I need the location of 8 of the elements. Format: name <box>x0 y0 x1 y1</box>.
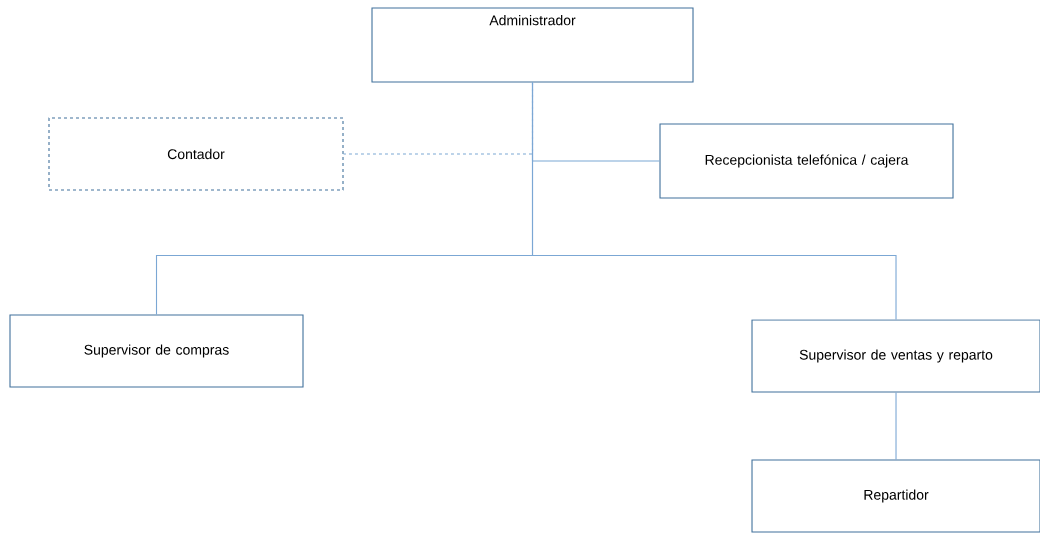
org-box: Recepcionista telefónica / cajera <box>659 123 954 199</box>
dashed-box: Contador <box>48 117 344 191</box>
org-box: Supervisor de compras <box>9 314 304 388</box>
org-box: Repartidor <box>751 459 1040 533</box>
connector-line <box>895 392 897 460</box>
org-box: Administrador <box>371 7 694 83</box>
org-box: Supervisor de ventas y reparto <box>751 319 1040 393</box>
connector-line <box>531 82 897 320</box>
